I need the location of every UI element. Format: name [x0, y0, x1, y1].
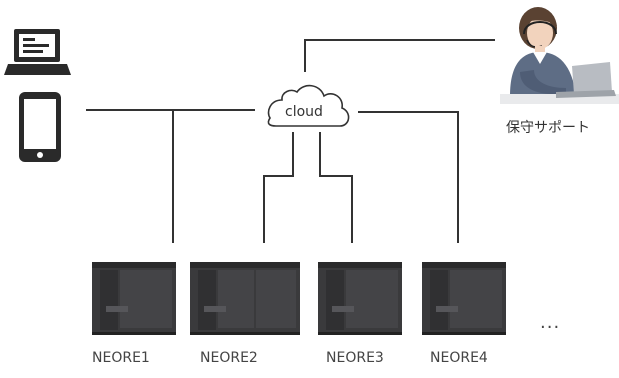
line-to-neore3 — [319, 132, 353, 243]
machine-label-neore4: NEORE4 — [430, 350, 488, 366]
machine-label-neore2: NEORE2 — [200, 350, 258, 366]
neore-machine-3 — [318, 262, 402, 335]
more-machines-indicator: ... — [540, 312, 561, 333]
neore-machine-2 — [190, 262, 300, 335]
support-operator-icon — [500, 7, 619, 104]
machine-label-neore3: NEORE3 — [326, 350, 384, 366]
laptop-icon — [4, 29, 71, 75]
smartphone-icon — [19, 92, 61, 162]
cloud-label: cloud — [285, 104, 323, 120]
support-label: 保守サポート — [506, 120, 590, 136]
machine-label-neore1: NEORE1 — [92, 350, 150, 366]
line-cloud-to-support — [304, 39, 495, 72]
neore-machine-1 — [92, 262, 176, 335]
line-to-neore4 — [358, 111, 459, 243]
connection-lines — [86, 39, 495, 243]
cloud-icon — [267, 84, 350, 127]
line-to-neore2 — [263, 132, 294, 243]
neore-machine-4 — [422, 262, 506, 335]
